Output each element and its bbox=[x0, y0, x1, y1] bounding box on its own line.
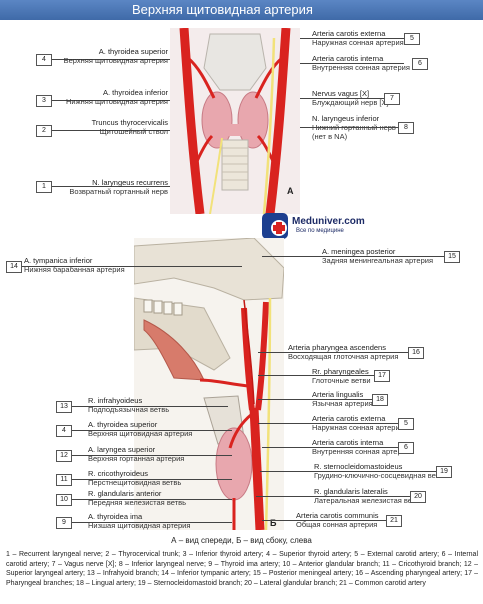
title-bar: Верхняя щитовидная артерия bbox=[0, 0, 483, 20]
leader-line bbox=[258, 423, 398, 424]
artery-thyroid-inferior-left bbox=[192, 134, 214, 169]
artery-carotis-communis bbox=[249, 407, 265, 530]
leader-line bbox=[300, 63, 404, 64]
leader-line bbox=[256, 496, 410, 497]
thyroid-isthmus bbox=[222, 124, 248, 136]
leader-line bbox=[72, 479, 232, 480]
leader-line bbox=[300, 38, 404, 39]
leader-line bbox=[262, 256, 444, 257]
meduniver-logo bbox=[262, 213, 288, 239]
leader-line bbox=[72, 430, 232, 431]
callout-number: 5 bbox=[398, 418, 414, 430]
leader-line bbox=[262, 520, 386, 521]
callout-number: 2 bbox=[36, 125, 52, 137]
callout-number: 13 bbox=[56, 401, 72, 413]
callout-number: 5 bbox=[404, 33, 420, 45]
callout-number: 17 bbox=[374, 370, 390, 382]
artery-carotis-right bbox=[265, 28, 291, 214]
logo-subtitle: Все по медицине bbox=[296, 228, 344, 234]
leader-line bbox=[52, 130, 170, 131]
nerve-vagus bbox=[262, 37, 276, 214]
callout-number: 4 bbox=[56, 425, 72, 437]
callout-number: 1 bbox=[36, 181, 52, 193]
artery-thyroid-superior-left bbox=[187, 56, 216, 99]
callout-number: 12 bbox=[56, 450, 72, 462]
nerve-recurrent bbox=[209, 137, 223, 214]
artery-thyroid-superior-right bbox=[254, 56, 283, 99]
callout-number: 9 bbox=[56, 517, 72, 529]
callout-number: 14 bbox=[6, 261, 22, 273]
artery-carotis-externa bbox=[241, 307, 255, 411]
artery-thyroid-inferior-right bbox=[256, 134, 278, 169]
callout-number: 6 bbox=[412, 58, 428, 70]
artery-carotis-left bbox=[179, 28, 205, 214]
panel-b-illustration bbox=[134, 238, 284, 530]
callout-number: 11 bbox=[56, 474, 72, 486]
leader-line bbox=[262, 447, 398, 448]
callout-number: 20 bbox=[410, 491, 426, 503]
page-title: Верхняя щитовидная артерия bbox=[132, 2, 313, 17]
label-nervus-vagus: Nervus vagus [X]Блуждающий нерв [X] bbox=[312, 89, 389, 107]
callout-number: 18 bbox=[372, 394, 388, 406]
leader-line bbox=[72, 522, 232, 523]
leader-line bbox=[52, 59, 170, 60]
leader-line bbox=[258, 352, 408, 353]
callout-number: 8 bbox=[398, 122, 414, 134]
logo-name: Meduniver.com bbox=[292, 216, 365, 227]
callout-number: 3 bbox=[36, 95, 52, 107]
artery-thyroidea-superior bbox=[228, 412, 253, 449]
panel-b-letter: Б bbox=[270, 518, 277, 528]
figure-legend: 1 – Recurrent laryngeal nerve; 2 – Thyro… bbox=[6, 551, 478, 587]
callout-number: 21 bbox=[386, 515, 402, 527]
panel-a-letter: А bbox=[287, 186, 294, 196]
leader-line bbox=[72, 499, 232, 500]
larynx-cartilage bbox=[203, 33, 267, 91]
leader-line bbox=[22, 266, 242, 267]
callout-number: 4 bbox=[36, 54, 52, 66]
callout-number: 16 bbox=[408, 347, 424, 359]
callout-number: 19 bbox=[436, 466, 452, 478]
callout-number: 6 bbox=[398, 442, 414, 454]
nerve-vagus bbox=[264, 297, 272, 530]
mandible bbox=[134, 297, 231, 371]
figure-caption: А – вид спереди, Б – вид сбоку, слева bbox=[171, 536, 312, 545]
leader-line bbox=[260, 471, 436, 472]
artery-lingualis bbox=[199, 378, 249, 388]
leader-line bbox=[52, 186, 170, 187]
leader-line bbox=[72, 406, 228, 407]
leader-line bbox=[300, 127, 398, 128]
leader-line bbox=[258, 399, 372, 400]
leader-line bbox=[72, 455, 232, 456]
callout-number: 7 bbox=[384, 93, 400, 105]
artery-pharyngea-ascendens bbox=[243, 299, 255, 405]
panel-a-illustration bbox=[170, 28, 300, 214]
callout-number: 10 bbox=[56, 494, 72, 506]
leader-line bbox=[258, 375, 374, 376]
callout-number: 15 bbox=[444, 251, 460, 263]
leader-line bbox=[52, 100, 170, 101]
leader-line bbox=[300, 98, 384, 99]
